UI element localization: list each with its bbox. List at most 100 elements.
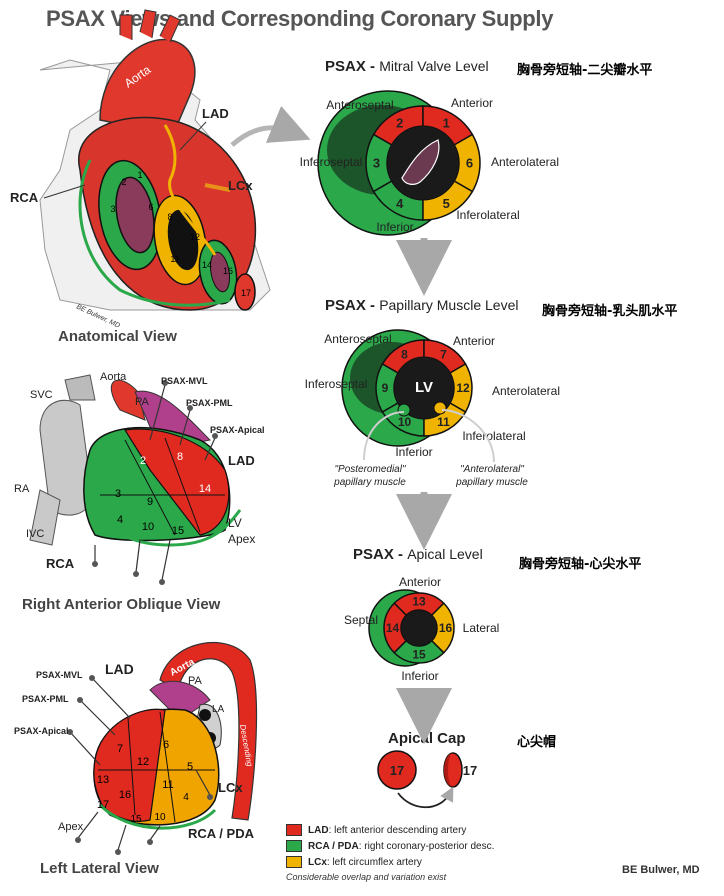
papillary-label-inferoseptal: Inferoseptal <box>305 377 368 391</box>
apical-label-lateral: Lateral <box>463 621 500 635</box>
papillary-label-inferolateral: Inferolateral <box>462 429 525 443</box>
papillary-segment-label-8: 8 <box>401 347 408 361</box>
mitral-label-anterior: Anterior <box>451 96 493 110</box>
lat-aorta-shape <box>159 642 258 821</box>
rao-plane-pml: PSAX-PML <box>186 398 233 408</box>
papillary-label-anterior: Anterior <box>453 334 495 348</box>
legend-swatch-lad <box>286 824 302 836</box>
apical-label-anterior: Anterior <box>399 575 441 589</box>
legend-item-lcx: LCx: left circumflex artery <box>286 854 586 870</box>
lat-seg-5: 5 <box>187 761 193 773</box>
ring-cap <box>234 273 256 311</box>
aortic-branches <box>119 9 181 43</box>
rao-seg-2: 2 <box>140 455 146 467</box>
lat-label-lad: LAD <box>105 661 134 677</box>
lat-plane-apical: PSAX-Apical <box>14 726 69 736</box>
papillary-heading: PSAX - Papillary Muscle Level <box>325 297 518 314</box>
lat-plane-line-1 <box>127 717 136 816</box>
rao-view: 2 8 14 3 9 4 10 15 SVC Aorta PA RA IVC R… <box>14 371 265 585</box>
pm-left-leader <box>363 411 405 461</box>
papillary-label-anteroseptal: Anteroseptal <box>324 332 391 346</box>
apical-prefix: PSAX - <box>353 546 408 563</box>
apical-label-inferior: Inferior <box>401 669 438 683</box>
mitral-cn: 胸骨旁短轴-二尖瓣水平 <box>517 63 653 78</box>
lat-seg-10: 10 <box>154 812 166 823</box>
rao-pin-pml-line <box>179 409 191 446</box>
rao-seg-3: 3 <box>115 488 121 500</box>
anat-seg-3: 3 <box>110 204 115 214</box>
papillary-segment-label-10: 10 <box>398 415 412 429</box>
legend-abbr-lad: LAD <box>308 824 329 836</box>
legend-text-rca: : right coronary-posterior desc. <box>358 840 495 852</box>
mitral-valve-orifice <box>401 139 440 185</box>
rao-lad-territory <box>124 428 230 536</box>
cap-rotate-arrow <box>397 786 454 808</box>
mitral-segment-label-4: 4 <box>396 196 404 211</box>
rao-plane-mvl: PSAX-MVL <box>161 376 208 386</box>
lat-pin-b2-line <box>117 824 127 851</box>
cap-cn: 心尖帽 <box>517 735 557 750</box>
lcx-vessel <box>204 183 231 192</box>
pm-right-line1: "Anterolateral" <box>460 464 524 475</box>
lat-pin-apical <box>67 729 73 735</box>
papillary-segment-label-12: 12 <box>456 381 470 395</box>
anat-lcx-label: LCx <box>228 178 253 193</box>
rao-pin-apical <box>212 433 218 439</box>
apical-label-septal: Septal <box>344 613 378 627</box>
anat-seg-1: 1 <box>137 170 142 180</box>
mitral-label-inferoseptal: Inferoseptal <box>300 155 363 169</box>
rao-label-apex: Apex <box>228 532 255 546</box>
anat-seg-11: 11 <box>170 254 179 264</box>
lat-label-pa: PA <box>188 675 203 687</box>
cap-segment-side: 17 <box>463 763 477 778</box>
rao-pin-bottom3-line <box>161 539 171 581</box>
lat-seg-16: 16 <box>119 789 131 801</box>
rao-seg-10: 10 <box>142 521 154 533</box>
rao-label-svc: SVC <box>30 389 53 401</box>
lat-pin-b2 <box>115 849 121 855</box>
apical-segment-label-15: 15 <box>412 648 426 662</box>
papillary-label-anterolateral: Anterolateral <box>492 384 560 398</box>
ring-mvl-cavity <box>115 176 155 254</box>
cap-segment: 17 <box>390 763 404 778</box>
rao-seg-4: 4 <box>117 514 123 526</box>
anat-seg-14: 14 <box>202 260 212 270</box>
rao-label-rca: RCA <box>46 556 75 571</box>
anat-seg-16: 16 <box>223 266 233 276</box>
legend-item-lad: LAD: left anterior descending artery <box>286 822 586 838</box>
lat-pin-mvl-line <box>91 677 131 719</box>
mitral-segment-label-5: 5 <box>443 196 450 211</box>
aorta-shape <box>99 38 196 131</box>
legend-note: Considerable overlap and variation exist <box>286 872 447 882</box>
mitral-label-anterolateral: Anterolateral <box>491 155 559 169</box>
lat-seg-7: 7 <box>117 743 123 755</box>
papillary-segment-label-11: 11 <box>437 415 450 429</box>
legend-item-rca: RCA / PDA: right coronary-posterior desc… <box>286 838 586 854</box>
ring-apical-cavity <box>209 251 231 293</box>
mitral-segment-label-6: 6 <box>466 156 473 171</box>
papillary-label-inferior: Inferior <box>395 445 432 459</box>
rao-pin-pml <box>187 405 193 411</box>
anat-rca-label: RCA <box>10 190 39 205</box>
anat-rca-leader <box>43 184 86 199</box>
rao-seg-8: 8 <box>177 451 183 463</box>
credit: BE Bulwer, MD <box>622 864 700 876</box>
apical-segment-label-13: 13 <box>412 595 426 609</box>
papillary-lv-label: LV <box>415 379 433 396</box>
lat-pin-pml <box>77 697 83 703</box>
cap-front <box>377 750 417 790</box>
apical-segment-label-14: 14 <box>386 621 400 635</box>
rao-pin-mvl <box>162 380 168 386</box>
lat-seg-13: 13 <box>97 774 109 786</box>
anat-seg-2: 2 <box>121 177 126 187</box>
papillary-segment-label-7: 7 <box>440 347 447 361</box>
apical-heading: PSAX - Apical Level <box>353 546 483 563</box>
rao-pin-bottom2 <box>133 571 139 577</box>
lat-seg-4: 4 <box>183 792 189 803</box>
papillary-muscle-anterolateral <box>433 401 447 415</box>
